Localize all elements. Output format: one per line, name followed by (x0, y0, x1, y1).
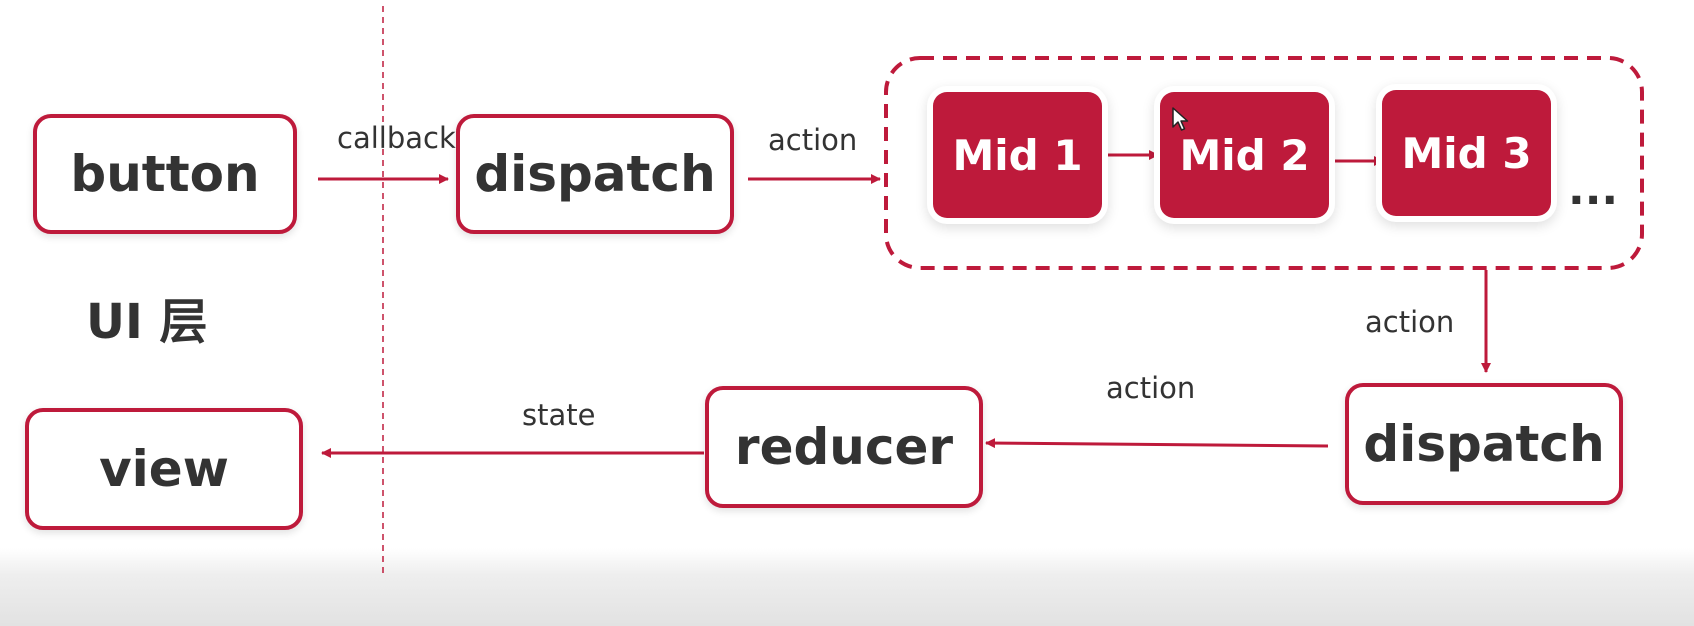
middleware-more-ellipsis: ... (1568, 164, 1619, 215)
node-dispatch-bottom: dispatch (1345, 383, 1623, 505)
label-action-bottom: action (1106, 371, 1196, 405)
bottom-gradient-band (0, 548, 1694, 626)
middleware-item-2: Mid 2 (1160, 92, 1329, 218)
middleware-container (884, 56, 1644, 270)
node-reducer: reducer (705, 386, 983, 508)
arrow-dispatch-to-reducer (985, 438, 1329, 449)
label-action-right: action (1365, 305, 1455, 339)
label-state: state (522, 398, 596, 432)
node-view: view (25, 408, 303, 530)
node-button: button (33, 114, 297, 234)
middleware-item-3: Mid 3 (1382, 90, 1551, 216)
label-action-top: action (768, 123, 858, 157)
node-dispatch-top: dispatch (456, 114, 734, 234)
middleware-item-1: Mid 1 (933, 92, 1102, 218)
label-callback: callback (337, 121, 456, 155)
ui-layer-label: UI 层 (86, 294, 208, 350)
mouse-cursor-icon (1172, 107, 1189, 131)
